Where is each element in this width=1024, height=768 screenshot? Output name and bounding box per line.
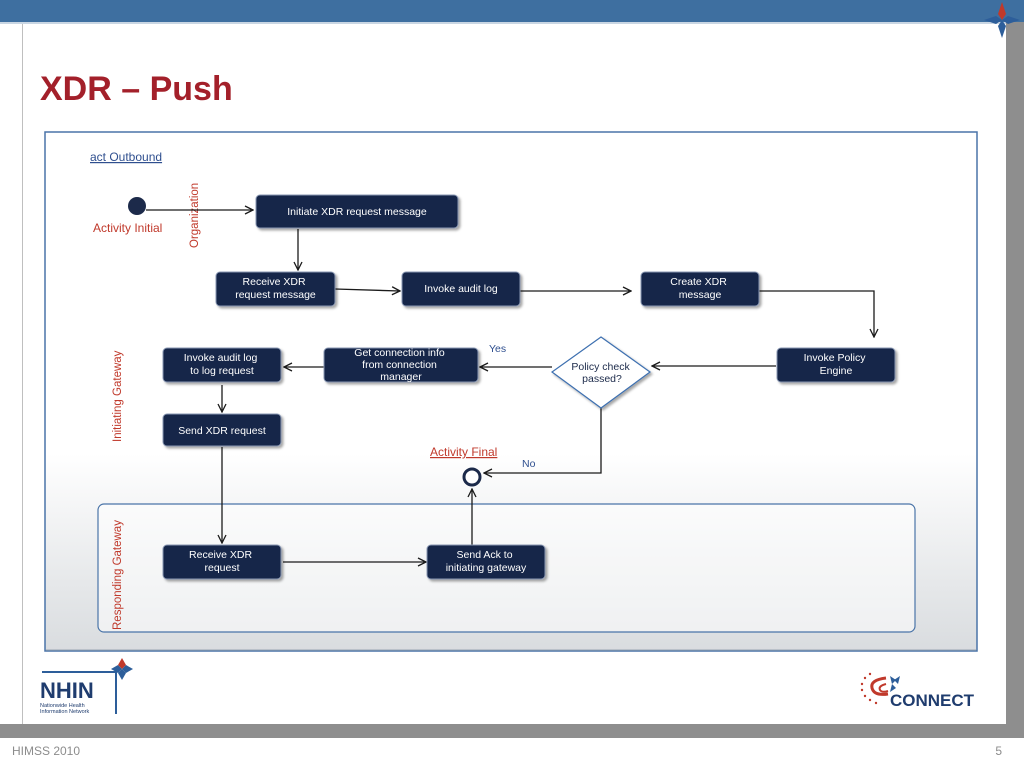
- svg-text:Information Network: Information Network: [40, 709, 89, 715]
- footer-bar: [0, 724, 1024, 738]
- svg-text:Receive XDR request me: Receive XDR request message: [235, 276, 316, 301]
- svg-text:Create XDR message: Create XDR message: [670, 276, 730, 301]
- nhin-logo: NHIN Nationwide Health Information Netwo…: [40, 658, 133, 715]
- node-receive-xdr-request-message: Receive XDR request message: [215, 271, 336, 307]
- node-invoke-policy-engine: Invoke Policy Engine: [776, 347, 896, 383]
- svg-text:Send XDR request: Send XDR request: [178, 425, 266, 437]
- activity-diagram: act Outbound Organization Initiating Gat…: [44, 131, 978, 652]
- no-label: No: [522, 458, 536, 470]
- decision-policy-check: [550, 336, 652, 409]
- final-node: [462, 467, 482, 487]
- lane-label-responding: Responding Gateway: [112, 520, 124, 630]
- node-get-connection-info: Get connection info from connection mana…: [323, 347, 479, 383]
- lane-label-organization: Organization: [189, 183, 201, 248]
- right-border-bar: [1006, 22, 1024, 724]
- connect-star-icon: [984, 2, 1020, 38]
- svg-text:Nationwide Health: Nationwide Health: [40, 703, 85, 709]
- svg-text:Invoke Policy Engine: Invoke Policy Engine: [804, 352, 869, 377]
- final-label: Activity Final: [430, 445, 497, 459]
- svg-text:Invoke audit log: Invoke audit log: [424, 283, 498, 295]
- node-create-xdr-message: Create XDR message: [640, 271, 760, 307]
- initial-label: Activity Initial: [93, 221, 162, 235]
- svg-text:Send Ack to initiating: Send Ack to initiating gateway: [446, 549, 527, 574]
- svg-text:Initiate XDR request message: Initiate XDR request message: [287, 206, 427, 218]
- node-send-ack: Send Ack to initiating gateway: [426, 544, 546, 580]
- svg-text:CONNECT: CONNECT: [890, 691, 975, 710]
- node-invoke-audit-log: Invoke audit log: [401, 271, 521, 307]
- svg-text:Invoke audit log to lo: Invoke audit log to log request: [184, 352, 260, 377]
- node-send-xdr-request: Send XDR request: [162, 413, 282, 447]
- header-bar: [0, 0, 1024, 22]
- decision-label: Policy check passed?: [571, 361, 632, 385]
- svg-text:NHIN: NHIN: [40, 678, 94, 703]
- yes-label: Yes: [489, 343, 506, 355]
- frame-label: act Outbound: [90, 150, 162, 164]
- lane-label-initiating: Initiating Gateway: [112, 350, 124, 442]
- svg-text:Get connection info fr: Get connection info from connection mana…: [354, 347, 447, 383]
- slide-title: XDR – Push: [40, 70, 233, 108]
- footer-event: HIMSS 2010: [12, 744, 81, 758]
- page-number: 5: [995, 744, 1002, 758]
- header-divider: [0, 22, 1024, 24]
- node-invoke-audit-log-request: Invoke audit log to log request: [162, 347, 282, 383]
- initial-node: [128, 197, 146, 215]
- node-initiate-xdr-request: Initiate XDR request message: [255, 194, 459, 229]
- connect-logo: CONNECT: [860, 672, 975, 710]
- left-border-line: [22, 24, 23, 724]
- svg-text:Receive XDR request: Receive XDR request: [189, 549, 255, 574]
- node-receive-xdr-request: Receive XDR request: [162, 544, 282, 580]
